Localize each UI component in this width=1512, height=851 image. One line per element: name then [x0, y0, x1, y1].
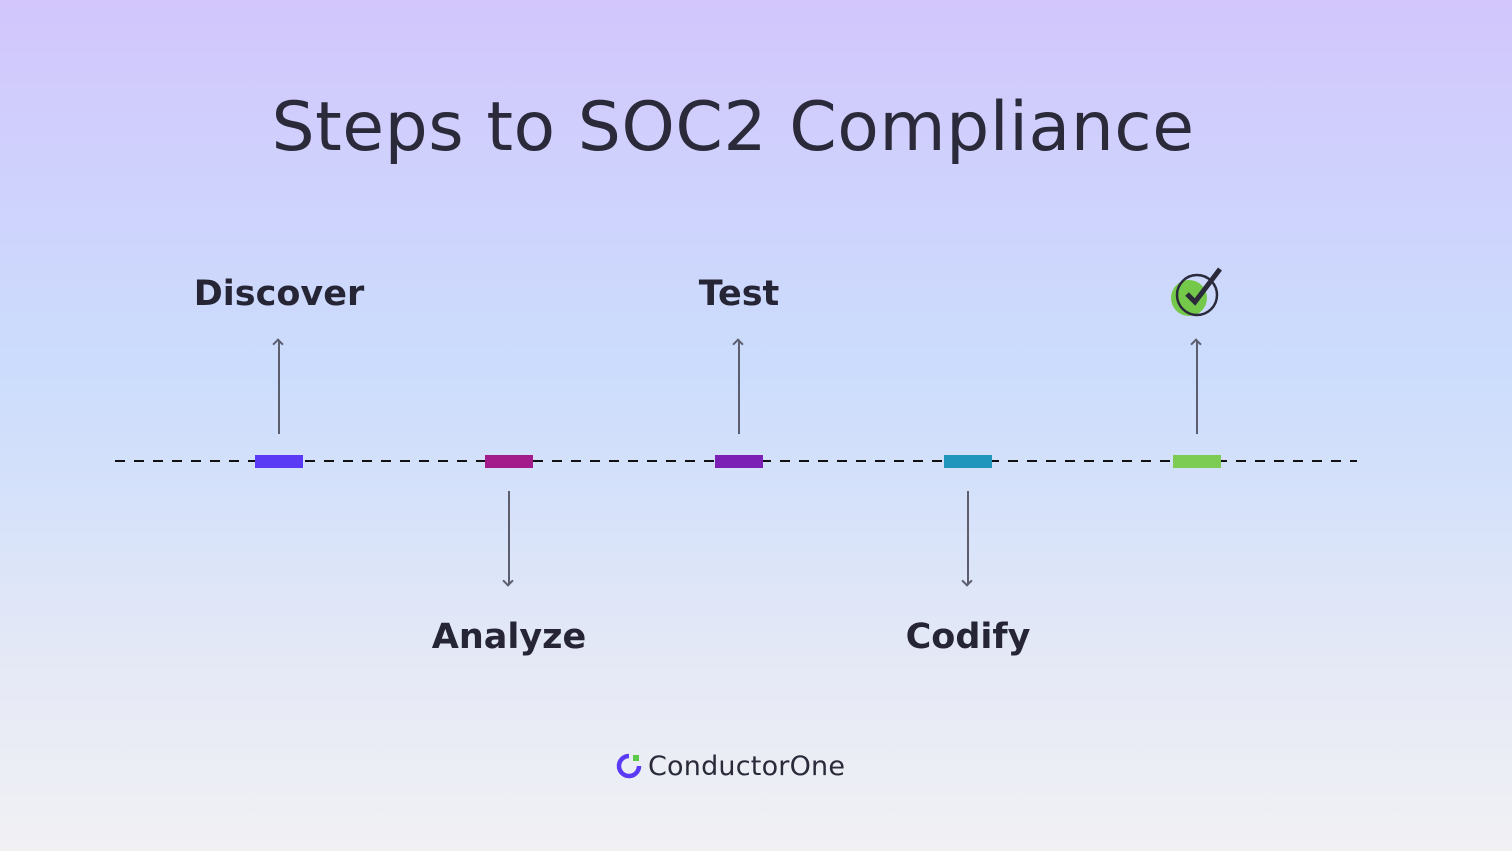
arrow-up-icon [738, 340, 740, 434]
arrow-up-icon [278, 340, 280, 434]
marker-test [715, 455, 763, 468]
marker-discover [255, 455, 303, 468]
logo-text: ConductorOne [648, 750, 846, 782]
step-label-analyze: Analyze [431, 617, 587, 657]
step-label-test: Test [698, 274, 780, 314]
arrow-down-icon [967, 491, 969, 585]
step-label-codify: Codify [905, 617, 1031, 657]
conductorone-logo-icon [616, 753, 642, 779]
marker-complete [1173, 455, 1221, 468]
marker-codify [944, 455, 992, 468]
conductorone-logo: ConductorOne [616, 750, 845, 782]
arrow-up-icon [1196, 340, 1198, 434]
marker-analyze [485, 455, 533, 468]
step-label-discover: Discover [193, 274, 365, 314]
arrow-down-icon [508, 491, 510, 585]
check-circle-icon [1171, 267, 1222, 317]
page-title: Steps to SOC2 Compliance [271, 88, 1195, 167]
